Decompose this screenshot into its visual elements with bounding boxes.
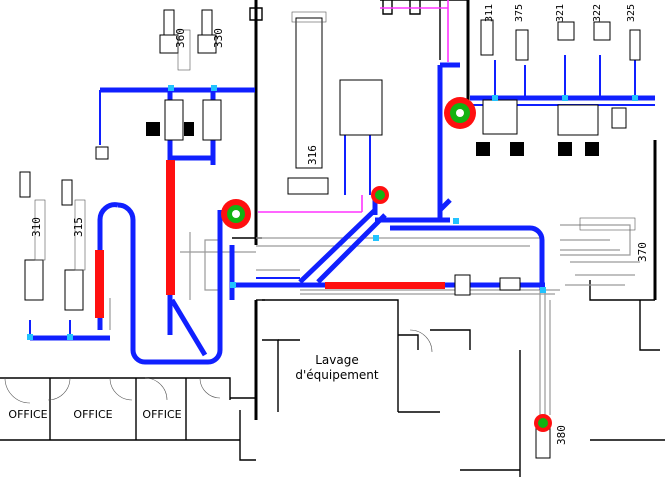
- equipment-labels: 360 330 310 315 316 311 375 321 322 325 …: [30, 4, 649, 445]
- fan-left: [221, 199, 251, 229]
- label-375: 375: [514, 4, 525, 22]
- machines: [19, 9, 641, 459]
- label-322: 322: [592, 4, 603, 22]
- washing-room-title-line1: Lavage: [315, 353, 359, 367]
- fans: [221, 97, 552, 432]
- magenta-lines: [258, 0, 449, 213]
- label-380: 380: [555, 425, 568, 445]
- label-325: 325: [626, 4, 637, 22]
- label-311: 311: [484, 4, 495, 22]
- label-321: 321: [555, 4, 566, 22]
- label-360: 360: [174, 28, 187, 48]
- process-pipes: [109, 224, 640, 420]
- duct-connectors: [27, 85, 638, 340]
- office-label-3: OFFICE: [142, 408, 181, 421]
- label-370: 370: [636, 242, 649, 262]
- fan-top-right: [444, 97, 476, 129]
- washing-room-title-line2: d'équipement: [295, 368, 379, 382]
- label-315: 315: [72, 217, 85, 237]
- office-label-2: OFFICE: [73, 408, 112, 421]
- fan-center: [371, 186, 389, 204]
- fan-380: [534, 414, 552, 432]
- label-316: 316: [306, 145, 319, 165]
- label-330: 330: [212, 28, 225, 48]
- heated-duct-segments: [95, 160, 445, 318]
- room-labels: Lavage d'équipement OFFICE OFFICE OFFICE: [8, 353, 379, 421]
- label-310: 310: [30, 217, 43, 237]
- office-label-1: OFFICE: [8, 408, 47, 421]
